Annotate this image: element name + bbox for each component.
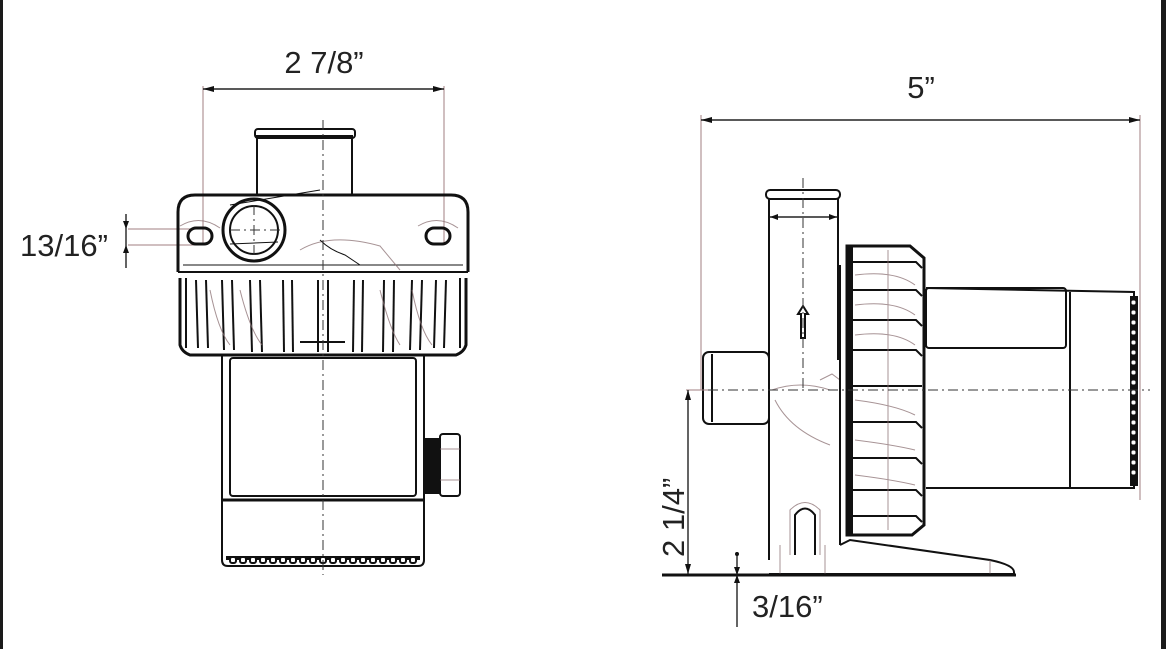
side-view: 5” xyxy=(656,70,1150,627)
width-dimension: 2 7/8” xyxy=(202,45,445,245)
width-dimension-label: 2 7/8” xyxy=(284,45,363,80)
side-plug xyxy=(424,433,461,497)
right-mount-slot xyxy=(417,220,459,246)
slot-height-dimension: 13/16” xyxy=(20,214,200,268)
base-thickness-dimension: 3/16” xyxy=(734,552,823,627)
ribbed-shroud xyxy=(178,278,468,357)
base-thickness-dimension-label: 3/16” xyxy=(752,589,823,624)
side-motor-body xyxy=(925,287,1138,489)
left-frame-border xyxy=(0,0,3,649)
front-view: 2 7/8” 13/16” xyxy=(20,45,470,575)
side-base-foot xyxy=(769,538,1015,575)
side-ribbed-shroud xyxy=(839,244,926,545)
length-dimension-label: 5” xyxy=(907,70,935,105)
left-mount-slot xyxy=(179,220,221,246)
length-dimension: 5” xyxy=(700,70,1141,500)
right-frame-border xyxy=(1161,0,1166,649)
inlet-height-dimension: 2 1/4” xyxy=(656,389,712,574)
inlet-nozzle xyxy=(702,351,770,425)
slot-height-dimension-label: 13/16” xyxy=(20,228,108,263)
inlet-height-dimension-label: 2 1/4” xyxy=(656,478,691,557)
